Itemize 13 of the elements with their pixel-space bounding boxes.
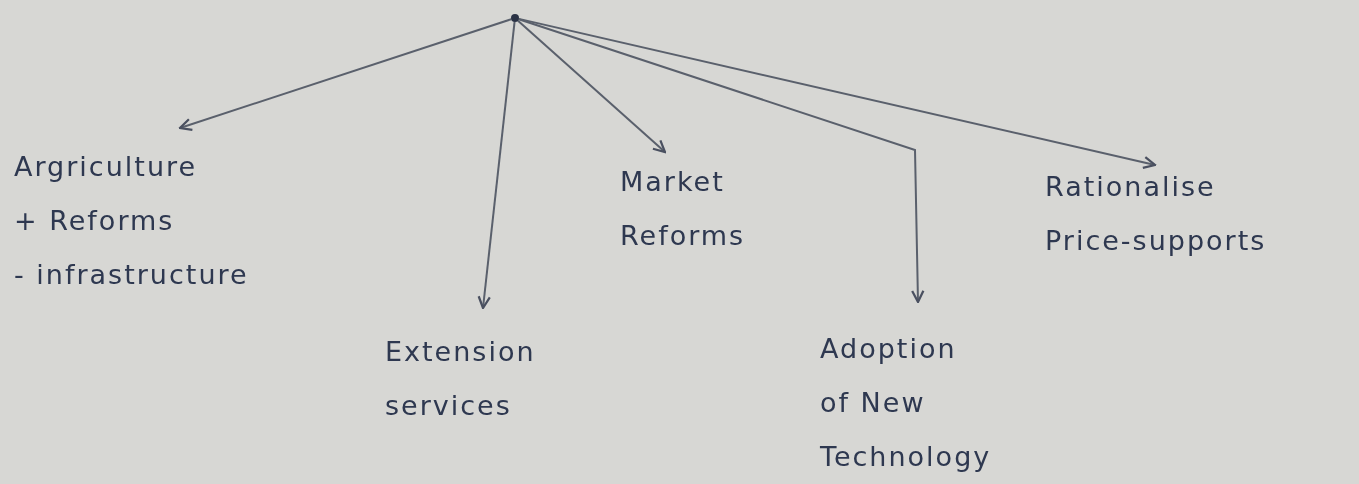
arrow bbox=[517, 19, 667, 154]
arrow bbox=[178, 18, 513, 131]
handwritten-label: Rationalise Price-supports bbox=[1045, 170, 1268, 258]
handwritten-label: Argriculture bbox=[14, 150, 199, 184]
handwritten-label: Market Reforms bbox=[620, 165, 746, 253]
handwritten-label: Extension services bbox=[385, 335, 536, 423]
arrow bbox=[517, 17, 1157, 170]
handwritten-label: - infrastructure bbox=[14, 258, 249, 292]
arrow bbox=[477, 21, 516, 310]
arrow bbox=[517, 18, 925, 304]
junction-dot bbox=[511, 14, 519, 22]
handwritten-label: Adoption of New Technology bbox=[820, 332, 993, 474]
handwritten-label: + Reforms bbox=[14, 204, 176, 238]
